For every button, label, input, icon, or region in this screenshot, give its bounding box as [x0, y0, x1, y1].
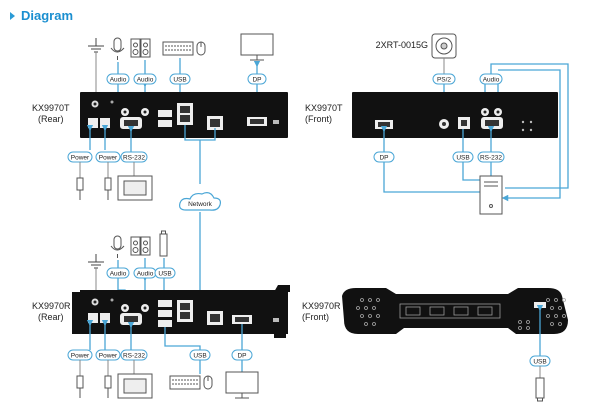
computer-tower-icon — [479, 175, 503, 215]
audio-label-rx-1 — [106, 267, 130, 279]
heading-bullet-icon — [10, 11, 15, 20]
usb-drive-icon-rx-front — [535, 377, 545, 402]
usb-drive-icon — [159, 230, 168, 257]
dp-label-rx-text: DP — [237, 353, 246, 360]
audio-label-2-text: Audio — [137, 77, 154, 84]
diagram-title: Diagram — [21, 8, 74, 23]
rx-front-view: (Front) — [302, 312, 329, 322]
audio-label-2 — [133, 73, 157, 85]
audio-label-front-text: Audio — [483, 77, 500, 84]
usb-label-front — [452, 151, 474, 163]
tx-rear-ports — [88, 100, 279, 130]
audio-label-rx-2-text: Audio — [137, 271, 154, 278]
rx-front-indicators — [399, 303, 501, 319]
tx-rear-view: (Rear) — [38, 114, 64, 124]
audio-label-1-text: Audio — [110, 77, 127, 84]
dp-label-front-text: DP — [379, 155, 388, 162]
rx-front-name: KX9970R — [302, 301, 341, 311]
ps2-label-text: PS/2 — [437, 77, 451, 84]
usb-label-front-text: USB — [456, 155, 469, 162]
power-label-rx-2-text: Power — [99, 353, 118, 360]
dp-label-tx-text: DP — [252, 77, 261, 84]
network-label-text: Network — [188, 201, 213, 208]
mouse-icon — [196, 41, 206, 56]
power-label-2-text: Power — [99, 155, 118, 162]
rx-rear-name: KX9970R — [32, 301, 71, 311]
ground-icon — [88, 38, 104, 53]
footswitch-icon — [431, 33, 457, 59]
speakers-icon-rx — [130, 236, 151, 256]
audio-label-1 — [106, 73, 130, 85]
rx-rear-section: Audio Audio USB Power Power — [67, 230, 290, 399]
power-adapter-icon — [76, 177, 112, 200]
microphone-icon — [110, 37, 125, 60]
kx9970t-front-chassis — [352, 92, 558, 138]
usb-label-rx-bottom-text: USB — [193, 353, 206, 360]
serial-device-icon-rx — [117, 373, 153, 399]
diagram-heading: Diagram — [10, 8, 73, 23]
rs232-label-tx-text: RS-232 — [123, 155, 145, 162]
usb-label-rx-front-text: USB — [533, 359, 546, 366]
speakers-icon — [130, 38, 151, 58]
serial-device-icon — [117, 175, 153, 201]
tx-front-ports — [375, 108, 533, 132]
mouse-icon-rx — [203, 375, 213, 390]
tx-rear-section: Audio Audio USB DP Power — [67, 33, 288, 201]
monitor-icon — [240, 33, 274, 61]
audio-label-rx-1-text: Audio — [110, 271, 127, 278]
accessory-model-label: 2XRT-0015G — [376, 40, 428, 50]
rs232-label-front-text: RS-232 — [480, 155, 502, 162]
microphone-icon-rx — [110, 235, 125, 258]
rs232-label-rx-text: RS-232 — [123, 353, 145, 360]
usb-label-rx-top — [154, 267, 176, 279]
rx-front-usb-port — [534, 302, 546, 308]
ground-icon-rx — [88, 254, 104, 269]
power-label-rx-1-text: Power — [71, 353, 90, 360]
power-label-1-text: Power — [71, 155, 90, 162]
rs232-label-front — [477, 151, 505, 163]
rx-rear-ports — [88, 298, 279, 327]
dp-label-tx — [247, 73, 267, 85]
keyboard-icon-rx — [169, 375, 201, 390]
tx-rear-name: KX9970T — [32, 103, 70, 113]
usb-label-tx-text: USB — [173, 77, 186, 84]
tx-front-section: 2XRT-0015G PS/2 Audio — [352, 33, 569, 215]
rx-front-section: USB — [342, 288, 568, 402]
rx-front-vents — [356, 298, 566, 330]
tx-front-name: KX9970T — [305, 103, 343, 113]
monitor-icon-rx — [225, 371, 259, 399]
dp-label-front — [373, 151, 395, 163]
power-adapter-icon-rx — [76, 375, 112, 398]
usb-label-rx-top-text: USB — [158, 271, 171, 278]
tx-front-view: (Front) — [305, 114, 332, 124]
network-cloud: Network — [179, 192, 221, 262]
keyboard-icon — [162, 41, 194, 56]
rx-rear-view: (Rear) — [38, 312, 64, 322]
usb-label-tx — [169, 73, 191, 85]
kx9970r-front-chassis — [342, 288, 568, 334]
